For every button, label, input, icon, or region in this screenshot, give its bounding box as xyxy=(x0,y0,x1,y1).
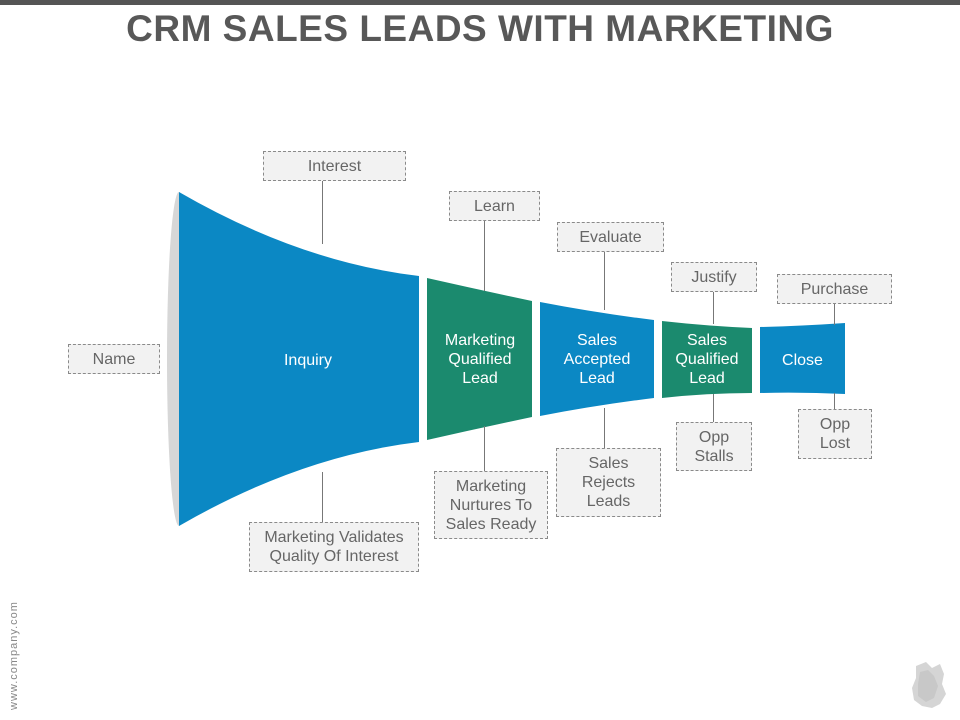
note-marketing-nurtures: Marketing Nurtures To Sales Ready xyxy=(434,471,548,539)
connector-marketing-validates xyxy=(322,472,323,522)
note-learn: Learn xyxy=(449,191,540,221)
connector-evaluate xyxy=(604,252,605,310)
note-marketing-validates: Marketing Validates Quality Of Interest xyxy=(249,522,419,572)
funnel-segment-sales-qualified-lead[interactable] xyxy=(662,321,752,398)
top-accent-bar xyxy=(0,0,960,5)
brush-logo-icon xyxy=(912,662,946,708)
connector-interest xyxy=(322,181,323,244)
connector-justify xyxy=(713,292,714,324)
funnel-segment-close[interactable] xyxy=(760,323,845,394)
connector-opp-lost xyxy=(834,393,835,409)
stage-label-close: Close xyxy=(782,351,823,369)
page-title: CRM SALES LEADS WITH MARKETING xyxy=(126,8,834,49)
connector-purchase xyxy=(834,304,835,325)
note-interest: Interest xyxy=(263,151,406,181)
note-sales-rejects: Sales Rejects Leads xyxy=(556,448,661,517)
stage-label-inquiry: Inquiry xyxy=(283,351,333,369)
note-opp-lost: Opp Lost xyxy=(798,409,872,459)
funnel-segment-marketing-qualified-lead[interactable] xyxy=(427,278,532,440)
stage-label-sales-accepted-lead: Sales Accepted Lead xyxy=(563,331,631,387)
connector-sales-rejects xyxy=(604,408,605,448)
stage-label-marketing-qualified-lead: Marketing Qualified Lead xyxy=(444,331,516,387)
connector-opp-stalls xyxy=(713,394,714,422)
note-evaluate: Evaluate xyxy=(557,222,664,252)
funnel-segment-inquiry[interactable] xyxy=(179,192,419,526)
connector-marketing-nurtures xyxy=(484,426,485,471)
note-purchase: Purchase xyxy=(777,274,892,304)
connector-learn xyxy=(484,221,485,291)
funnel-segment-sales-accepted-lead[interactable] xyxy=(540,302,654,416)
note-opp-stalls: Opp Stalls xyxy=(676,422,752,471)
stage-label-sales-qualified-lead: Sales Qualified Lead xyxy=(675,331,739,387)
footer-url: www.company.com xyxy=(8,601,20,710)
note-justify: Justify xyxy=(671,262,757,292)
note-name: Name xyxy=(68,344,160,374)
